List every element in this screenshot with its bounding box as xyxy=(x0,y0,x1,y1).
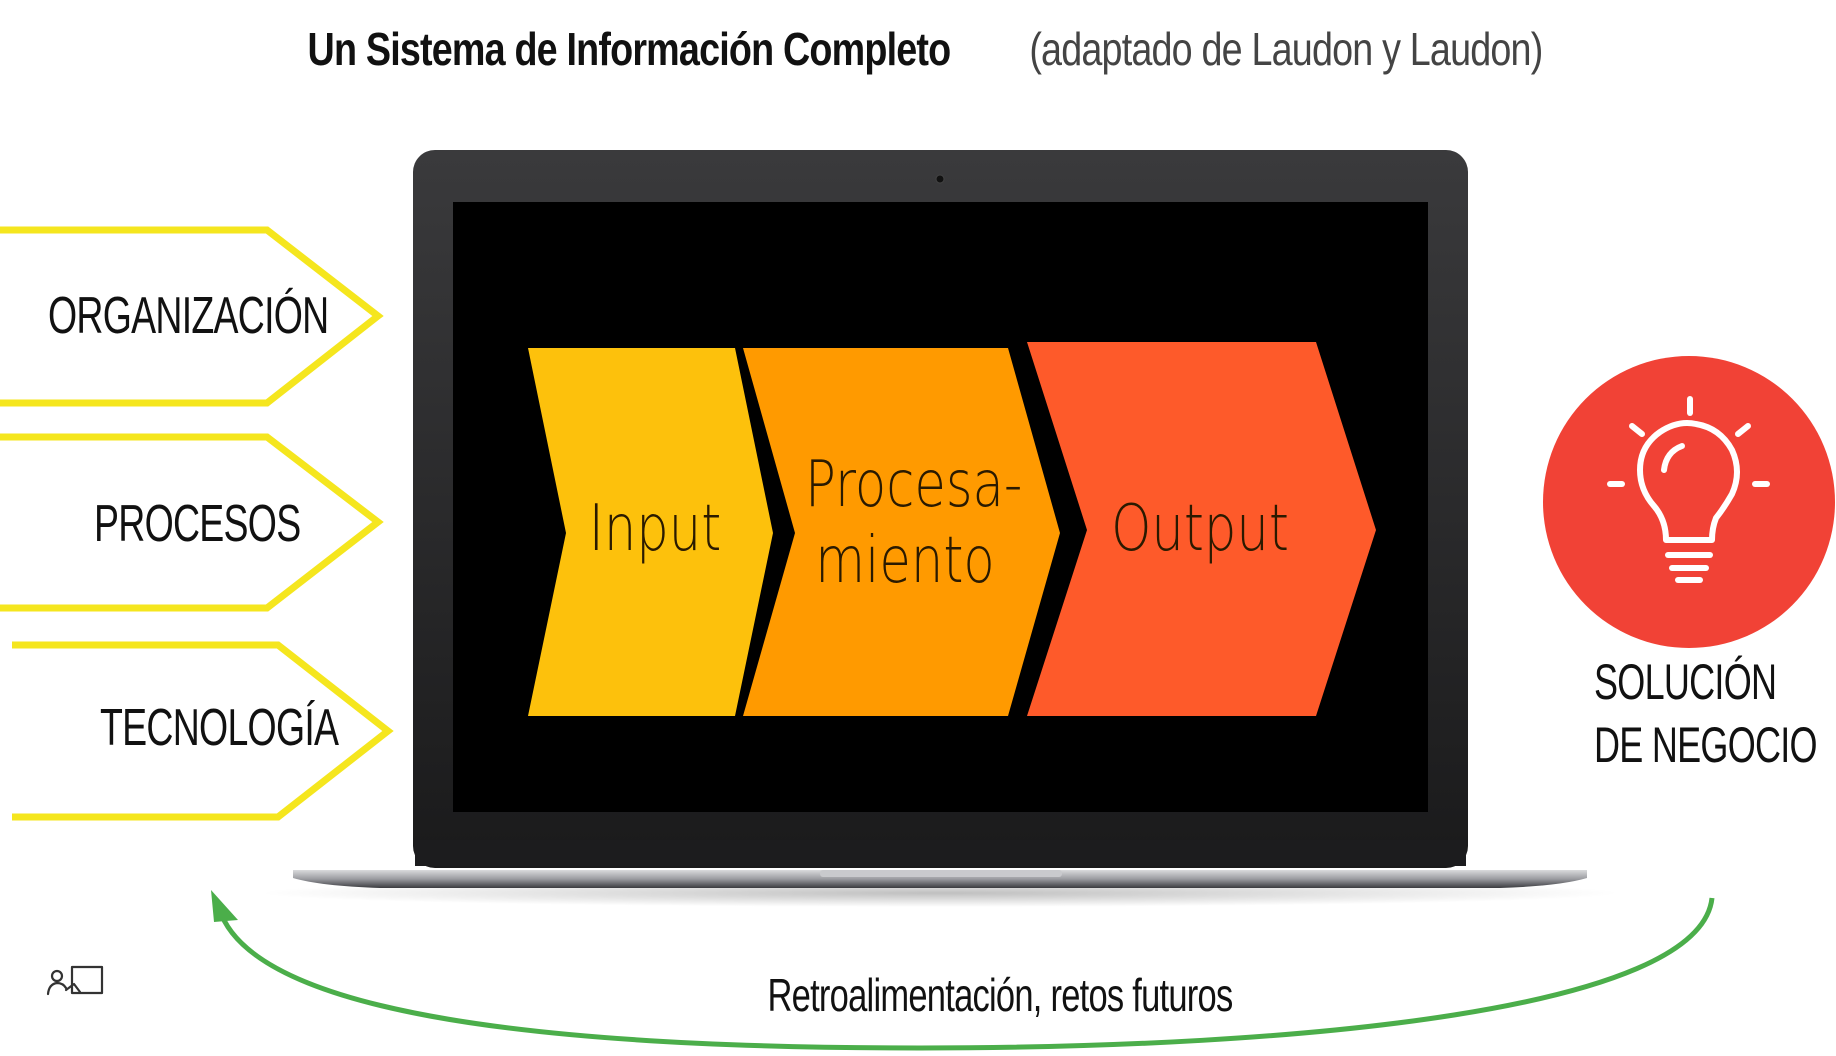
dimension-chevrons xyxy=(0,226,394,821)
dimension-label-organizacion: ORGANIZACIÓN xyxy=(48,287,329,345)
flow-label-output: Output xyxy=(1104,492,1296,568)
laptop-notch xyxy=(820,870,1062,877)
laptop-base xyxy=(293,870,1587,888)
flow-label-output-line1: Output xyxy=(1111,492,1289,566)
dimension-label-procesos: PROCESOS xyxy=(94,495,301,553)
flow-label-input-line1: Input xyxy=(588,492,722,566)
lightbulb-icon xyxy=(1607,396,1770,583)
page-title: Un Sistema de Información Completo (adap… xyxy=(0,22,1836,76)
title-main: Un Sistema de Información Completo xyxy=(307,23,952,75)
solution-badge xyxy=(1543,356,1835,648)
flow-label-input: Input xyxy=(575,492,735,568)
flow-chevron-output xyxy=(1027,342,1376,716)
laptop-hinge xyxy=(415,840,1466,866)
presenter-icon[interactable] xyxy=(46,965,104,996)
laptop-camera xyxy=(935,174,945,184)
feedback-arrow xyxy=(211,890,1715,1051)
dimension-chevron-organizacion xyxy=(0,226,384,407)
flow-chevrons xyxy=(528,342,1376,716)
dimension-chevron-procesos xyxy=(0,433,384,612)
flow-chevron-procesamiento xyxy=(743,348,1060,716)
solution-label-line2: DE NEGOCIO xyxy=(1594,716,1818,773)
solution-circle xyxy=(1543,356,1835,648)
dimension-label-tecnologia: TECNOLOGÍA xyxy=(100,699,339,757)
feedback-arrowhead xyxy=(211,890,238,922)
feedback-label: Retroalimentación, retos futuros xyxy=(767,969,1234,1021)
flow-label-procesamiento-line1: Procesa- xyxy=(805,448,1023,522)
flow-label-procesamiento: Procesa- miento xyxy=(805,448,1022,599)
dimension-chevron-tecnologia xyxy=(12,641,394,821)
solution-label-line1: SOLUCIÓN xyxy=(1594,654,1777,710)
flow-chevron-input xyxy=(528,348,773,716)
title-sub: (adaptado de Laudon y Laudon) xyxy=(1029,23,1543,75)
feedback-arc xyxy=(216,897,1715,1051)
flow-label-procesamiento-line2: miento xyxy=(815,523,995,598)
solution-label: SOLUCIÓN DE NEGOCIO xyxy=(1594,651,1818,776)
